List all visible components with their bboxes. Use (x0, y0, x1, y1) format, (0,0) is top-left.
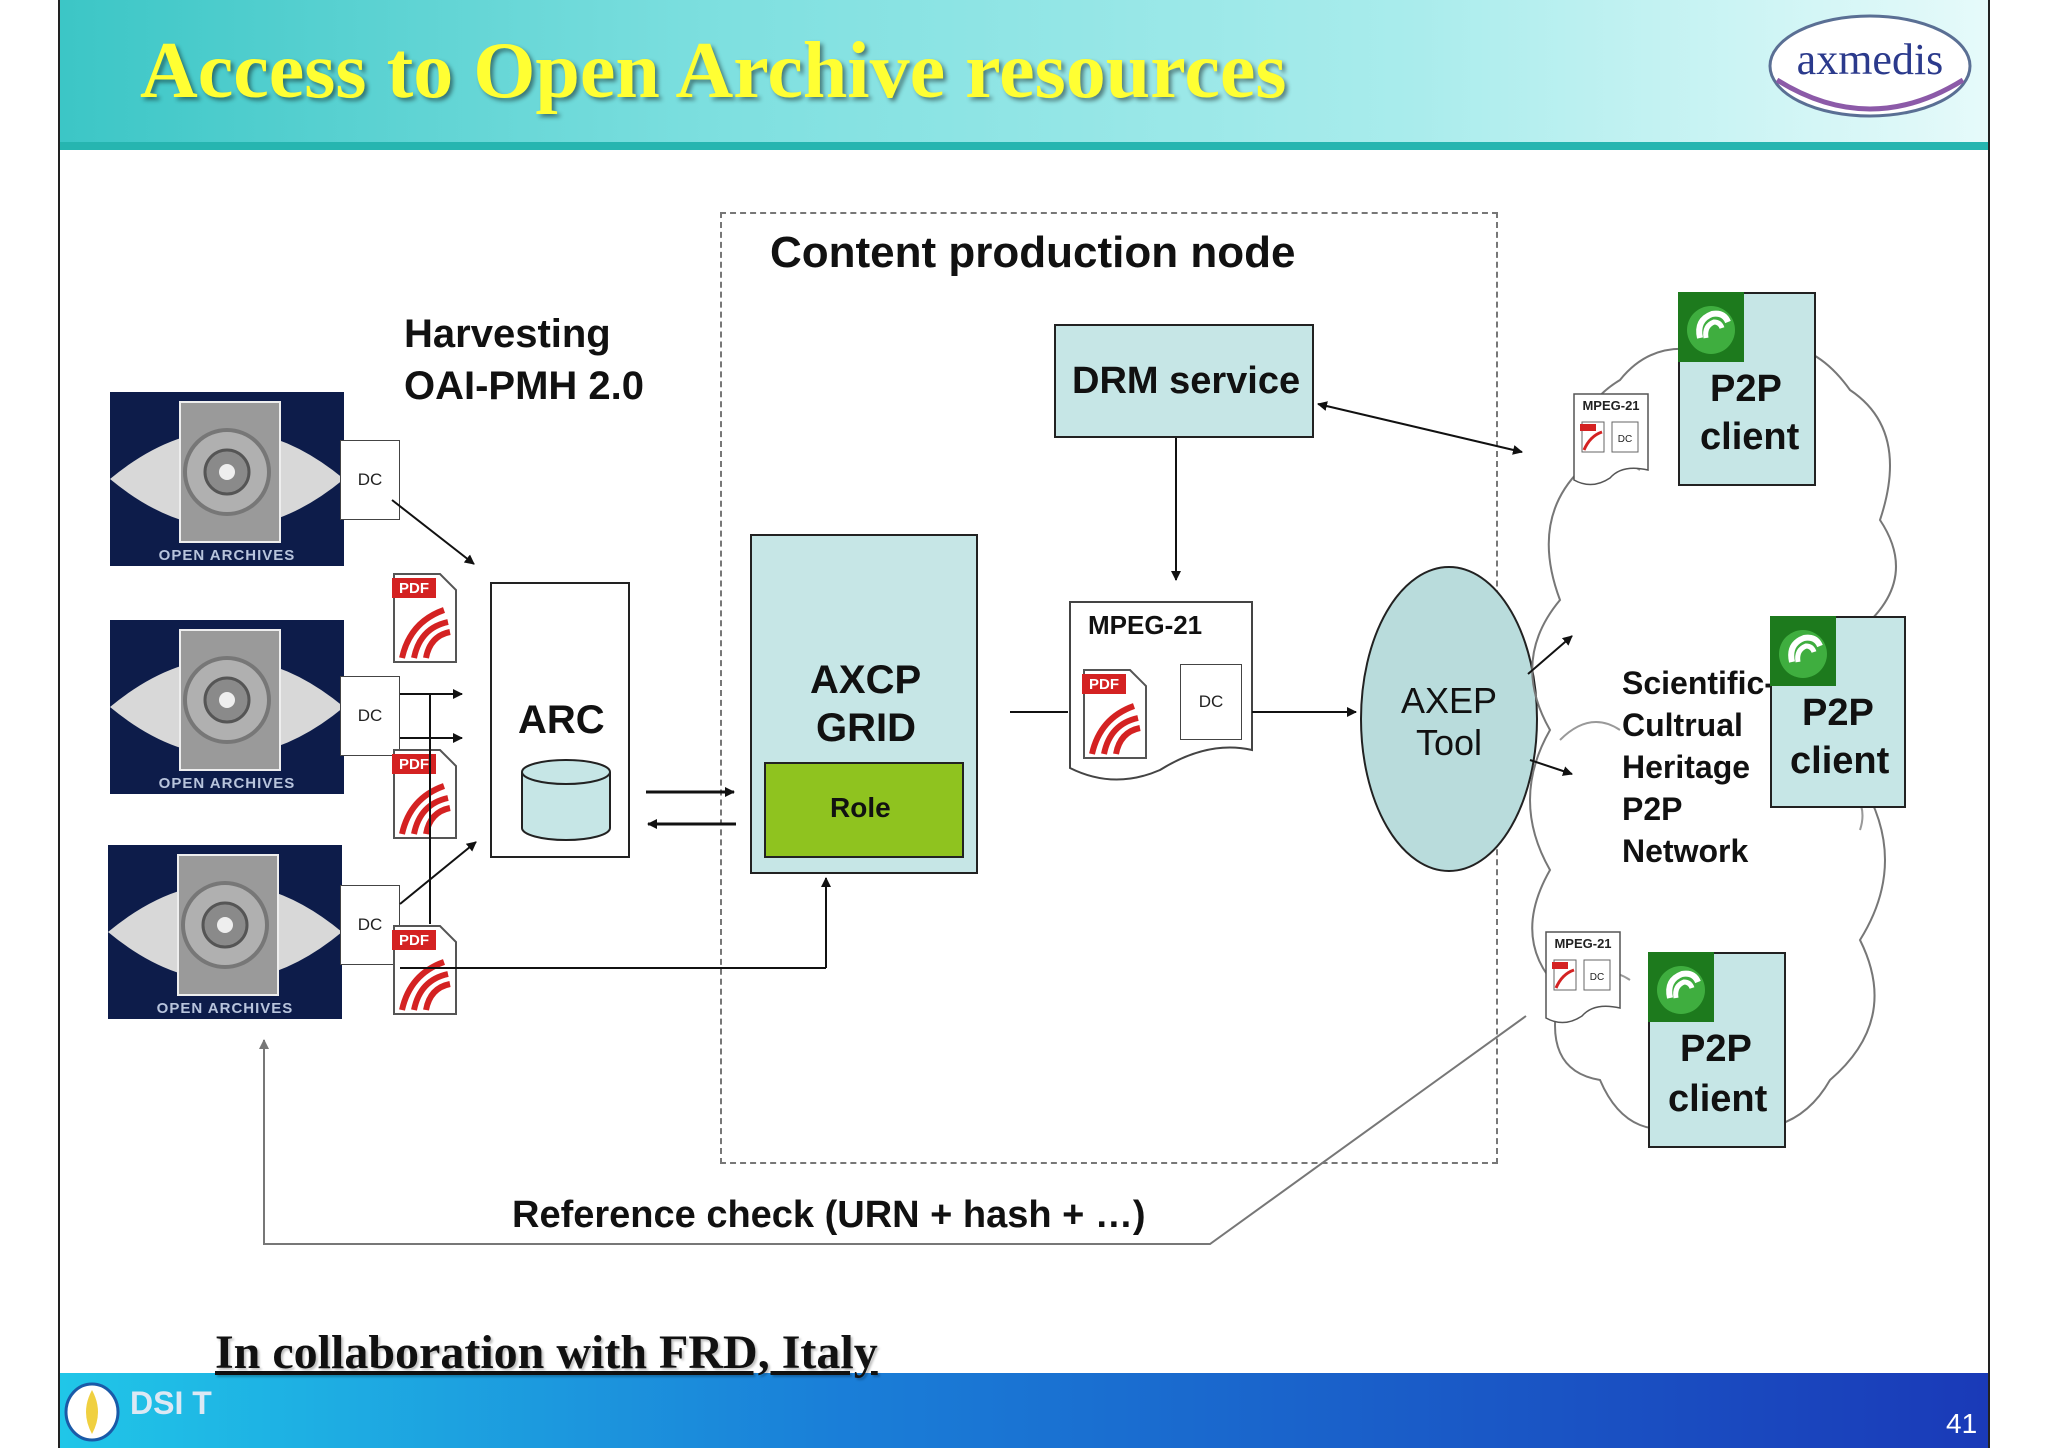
title-bar (60, 0, 1988, 148)
axcp-label: AXCP (810, 658, 922, 702)
svg-text:DC: DC (1618, 434, 1632, 445)
drm-service-label: DRM service (1072, 360, 1301, 402)
bittorrent-icon (1678, 292, 1744, 362)
harvest-arrow-1 (391, 499, 475, 565)
content-production-node-label: Content production node (770, 228, 1296, 277)
open-archives-eye-icon (110, 629, 344, 771)
title-bar-underline (60, 142, 1988, 150)
pdf-icon: PDF (392, 925, 457, 1015)
drm-service-box (1054, 324, 1314, 438)
p2p-label: P2P (1680, 1028, 1752, 1070)
harvesting-label: Harvesting (404, 312, 611, 356)
slide-frame (58, 0, 1990, 1448)
open-archives-image-1: OPEN ARCHIVES (110, 392, 344, 566)
network-line-4: P2P (1622, 791, 1683, 827)
network-line-2: Cultrual (1622, 707, 1743, 743)
pdf-icon: PDF (392, 573, 457, 663)
axep-tool-label: AXEP Tool (1358, 680, 1540, 764)
slide-title: Access to Open Archive resources (140, 27, 1287, 115)
client-label: client (1700, 416, 1800, 458)
svg-text:PDF: PDF (399, 756, 429, 773)
client-label: client (1668, 1078, 1768, 1120)
footer-bar (60, 1373, 1988, 1448)
open-archives-eye-icon (108, 854, 342, 996)
reference-check-line (259, 1015, 1527, 1245)
network-line-1: Scientific- (1622, 665, 1775, 701)
pdf-icon: PDF (1082, 669, 1147, 759)
svg-text:PDF: PDF (399, 580, 429, 597)
open-archives-eye-icon (110, 401, 344, 543)
dc-document: DC (340, 676, 400, 756)
network-label: Scientific- Cultrual Heritage P2P Networ… (1622, 662, 1775, 872)
client-label: client (1790, 740, 1890, 782)
database-icon (521, 759, 611, 841)
axep-to-network-arrow-1 (1527, 635, 1573, 675)
p2p-label: P2P (1802, 692, 1874, 734)
svg-text:DC: DC (1590, 972, 1604, 983)
network-line-3: Heritage (1622, 749, 1751, 785)
logo-text: axmedis (1797, 35, 1944, 84)
network-line-5: Network (1622, 833, 1749, 869)
svg-text:PDF: PDF (1089, 676, 1119, 693)
open-archives-image-2: OPEN ARCHIVES (110, 620, 344, 794)
role-label: Role (830, 792, 891, 823)
axep-tool-ellipse (1360, 566, 1538, 872)
dc-document: DC (1180, 664, 1242, 740)
collaboration-text: In collaboration with FRD, Italy (215, 1326, 878, 1379)
axep-label: AXEP (1400, 680, 1498, 721)
role-box (764, 762, 964, 858)
mpeg21-small-document: MPEG-21 DC (1545, 931, 1621, 1024)
drm-to-cloud-arrow (1317, 401, 1523, 455)
svg-text:PDF: PDF (399, 932, 429, 949)
mpeg21-small-document: MPEG-21 DC (1573, 393, 1649, 486)
p2p-label: P2P (1710, 368, 1782, 410)
page-number: 41 (1946, 1408, 1978, 1439)
oai-pmh-label: OAI-PMH 2.0 (404, 364, 645, 408)
harvest-arrow-4 (399, 841, 477, 905)
dsi-logo: DSI T (64, 1382, 212, 1442)
tool-label: Tool (1415, 722, 1483, 763)
pdf-icon: PDF (392, 749, 457, 839)
bittorrent-icon (1648, 952, 1714, 1022)
axmedis-logo: axmedis (1768, 14, 1972, 118)
svg-text:DSI T: DSI T (130, 1385, 212, 1421)
bittorrent-icon (1770, 616, 1836, 686)
svg-text:MPEG-21: MPEG-21 (1582, 398, 1639, 413)
dc-document: DC (340, 440, 400, 520)
reference-check-label: Reference check (URN + hash + …) (512, 1194, 1146, 1236)
axep-to-network-arrow-2 (1529, 759, 1573, 776)
mpeg21-label: MPEG-21 (1088, 610, 1203, 640)
svg-text:MPEG-21: MPEG-21 (1554, 936, 1611, 951)
grid-label: GRID (816, 706, 916, 750)
arc-label: ARC (518, 698, 605, 742)
open-archives-image-3: OPEN ARCHIVES (108, 845, 342, 1019)
open-archives-caption: OPEN ARCHIVES (156, 1000, 294, 1017)
open-archives-caption: OPEN ARCHIVES (158, 775, 296, 792)
open-archives-caption: OPEN ARCHIVES (158, 547, 296, 564)
